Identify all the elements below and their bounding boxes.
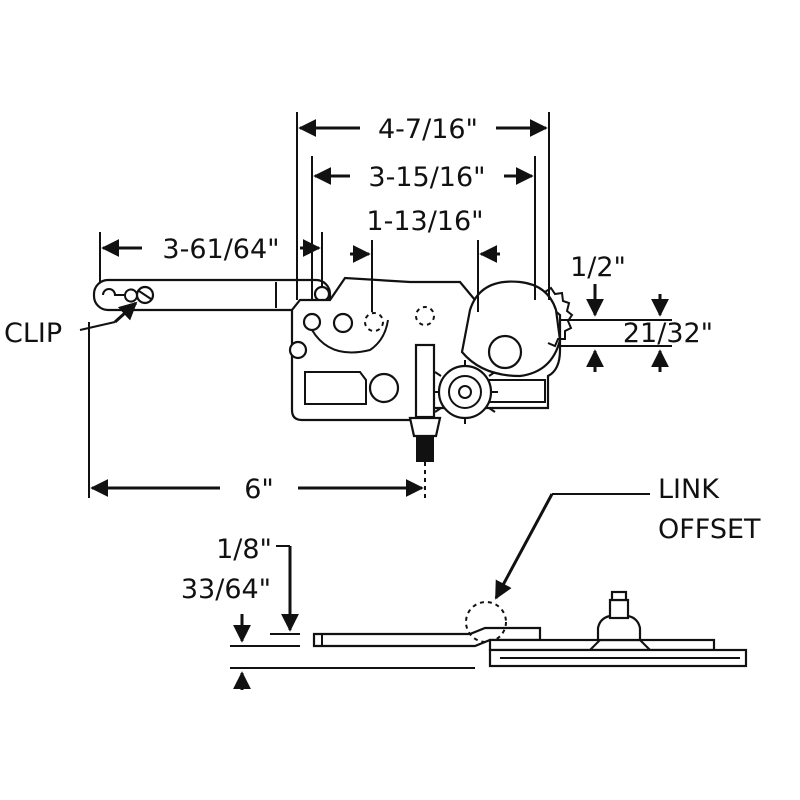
operator-top-view	[92, 276, 574, 462]
side-stud-base	[596, 614, 642, 642]
top-dimensions: 4-7/16" 3-15/16" 1-13/16" 3-61/64" 1/2" …	[4, 112, 713, 505]
keyhole-slot-icon	[102, 288, 138, 303]
operator-side-view: 1/8" 33/64" LINK OFFSET	[181, 474, 761, 690]
dim-link-thickness: 1/8"	[216, 534, 272, 565]
dim-arm-length: 3-61/64"	[162, 234, 279, 265]
callout-offset: OFFSET	[658, 514, 761, 545]
dim-inner-width: 3-15/16"	[368, 162, 485, 193]
mounting-hole-icon	[288, 340, 308, 360]
dim-total-length: 6"	[244, 474, 274, 505]
dim-link-drop: 33/64"	[181, 574, 271, 605]
callout-link: LINK	[658, 474, 720, 505]
link-offset-circle	[465, 601, 507, 643]
side-plate-upper	[488, 638, 716, 652]
dim-offset-half: 1/2"	[570, 252, 626, 283]
drive-shaft	[414, 343, 436, 419]
dim-overall-width: 4-7/16"	[378, 114, 478, 145]
worm-gear-icon	[437, 364, 493, 420]
dim-offset-height: 21/32"	[623, 318, 713, 349]
main-hole-icon	[368, 372, 400, 404]
mounting-hole-icon	[302, 312, 322, 332]
callout-clip: CLIP	[4, 318, 62, 349]
spline-stud-icon	[416, 436, 434, 462]
dim-gear-spacing: 1-13/16"	[366, 206, 483, 237]
mounting-hole-icon	[332, 312, 354, 334]
